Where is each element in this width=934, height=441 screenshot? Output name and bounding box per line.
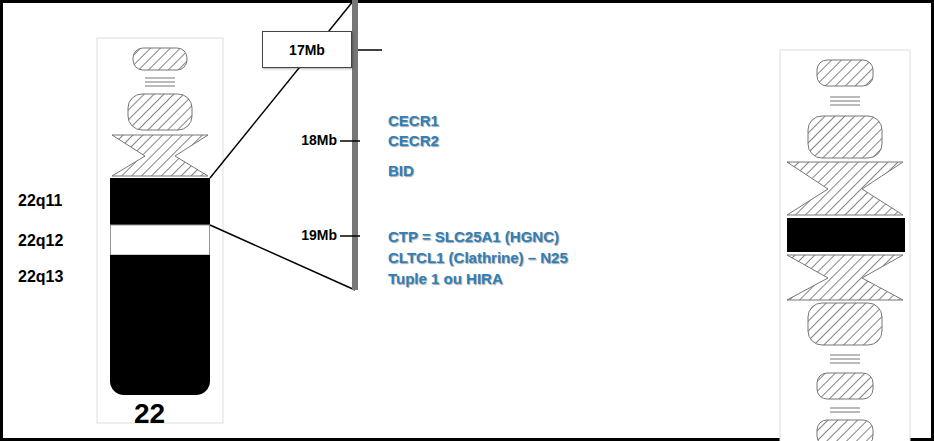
- position-label: 19Mb: [301, 227, 337, 243]
- position-label: 18Mb: [301, 132, 337, 148]
- gene-label: BID: [388, 162, 414, 180]
- gene-label: CECR2: [388, 132, 439, 150]
- inverted-ideogram: [780, 50, 910, 441]
- chromosome-22-ideogram: [97, 38, 223, 423]
- gene-label: CECR1: [388, 112, 439, 130]
- gene-label: CLTCL1 (Clathrine) – N25: [388, 249, 568, 267]
- chromosome-number: 22: [134, 398, 165, 430]
- gene-label: CTP = SLC25A1 (HGNC): [388, 228, 559, 246]
- scale-text: 17Mb: [263, 42, 351, 58]
- band-label: 22q12: [18, 232, 63, 250]
- band-label: 22q13: [18, 268, 63, 286]
- zoom-scale: [210, 0, 382, 290]
- gene-label: Tuple 1 ou HIRA: [388, 270, 503, 288]
- scale-box: 17Mb: [262, 31, 352, 68]
- band-label: 22q11: [18, 192, 62, 210]
